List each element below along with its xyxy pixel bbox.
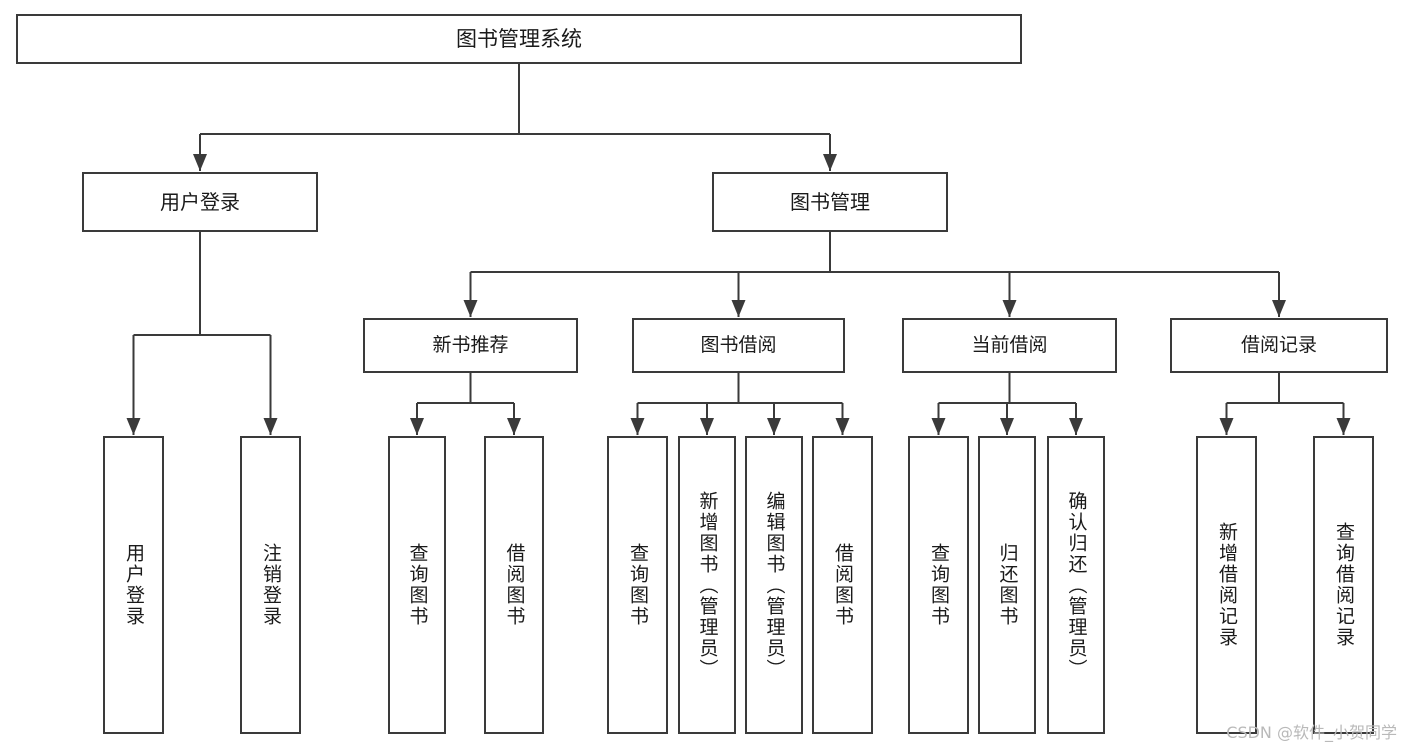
- node-leaf-edit-book-admin-label: 编辑图书（管理员）: [763, 490, 786, 680]
- node-leaf-borrow-book-rec-label: 借阅图书: [503, 543, 526, 627]
- node-level2-current-borrowing-label: 当前借阅: [971, 333, 1048, 356]
- node-leaf-user-login[interactable]: 用户登录: [103, 436, 164, 734]
- node-root-label: 图书管理系统: [456, 26, 582, 51]
- node-level2-book-borrowing[interactable]: 图书借阅: [632, 318, 845, 373]
- node-level2-borrow-records[interactable]: 借阅记录: [1170, 318, 1388, 373]
- node-root[interactable]: 图书管理系统: [16, 14, 1022, 64]
- node-leaf-add-book-admin-label: 新增图书（管理员）: [696, 490, 719, 680]
- node-leaf-user-login-label: 用户登录: [123, 543, 145, 627]
- node-leaf-add-borrow-record[interactable]: 新增借阅记录: [1196, 436, 1257, 734]
- node-leaf-add-borrow-record-label: 新增借阅记录: [1216, 522, 1238, 648]
- node-level1-book-management-label: 图书管理: [790, 189, 870, 214]
- node-level2-new-book-recommendation-label: 新书推荐: [432, 333, 509, 356]
- watermark: CSDN @软件_小贺同学: [1226, 723, 1397, 742]
- node-leaf-confirm-return-admin-label: 确认归还（管理员）: [1065, 490, 1088, 680]
- node-leaf-edit-book-admin[interactable]: 编辑图书（管理员）: [745, 436, 803, 734]
- node-level2-borrow-records-label: 借阅记录: [1240, 333, 1317, 356]
- node-leaf-borrow-book-label: 借阅图书: [832, 543, 854, 627]
- node-leaf-borrow-book-rec[interactable]: 借阅图书: [484, 436, 544, 734]
- node-leaf-borrow-book[interactable]: 借阅图书: [812, 436, 873, 734]
- node-level1-user-login-label: 用户登录: [160, 189, 240, 214]
- node-leaf-query-book-current-label: 查询图书: [928, 543, 950, 627]
- node-leaf-query-book-rec-label: 查询图书: [406, 543, 429, 627]
- node-level2-current-borrowing[interactable]: 当前借阅: [902, 318, 1117, 373]
- node-level2-new-book-recommendation[interactable]: 新书推荐: [363, 318, 578, 373]
- node-level2-book-borrowing-label: 图书借阅: [700, 333, 777, 356]
- node-leaf-add-book-admin[interactable]: 新增图书（管理员）: [678, 436, 736, 734]
- node-level1-book-management[interactable]: 图书管理: [712, 172, 948, 232]
- node-leaf-logout-label: 注销登录: [260, 543, 282, 627]
- node-leaf-confirm-return-admin[interactable]: 确认归还（管理员）: [1047, 436, 1105, 734]
- node-leaf-logout[interactable]: 注销登录: [240, 436, 301, 734]
- node-leaf-return-book[interactable]: 归还图书: [978, 436, 1036, 734]
- node-leaf-query-book-borrow[interactable]: 查询图书: [607, 436, 668, 734]
- node-leaf-query-borrow-record-label: 查询借阅记录: [1333, 522, 1355, 648]
- node-leaf-query-borrow-record[interactable]: 查询借阅记录: [1313, 436, 1374, 734]
- node-leaf-query-book-current[interactable]: 查询图书: [908, 436, 969, 734]
- node-leaf-query-book-borrow-label: 查询图书: [627, 543, 649, 627]
- node-leaf-query-book-rec[interactable]: 查询图书: [388, 436, 446, 734]
- node-leaf-return-book-label: 归还图书: [996, 543, 1019, 627]
- node-level1-user-login[interactable]: 用户登录: [82, 172, 318, 232]
